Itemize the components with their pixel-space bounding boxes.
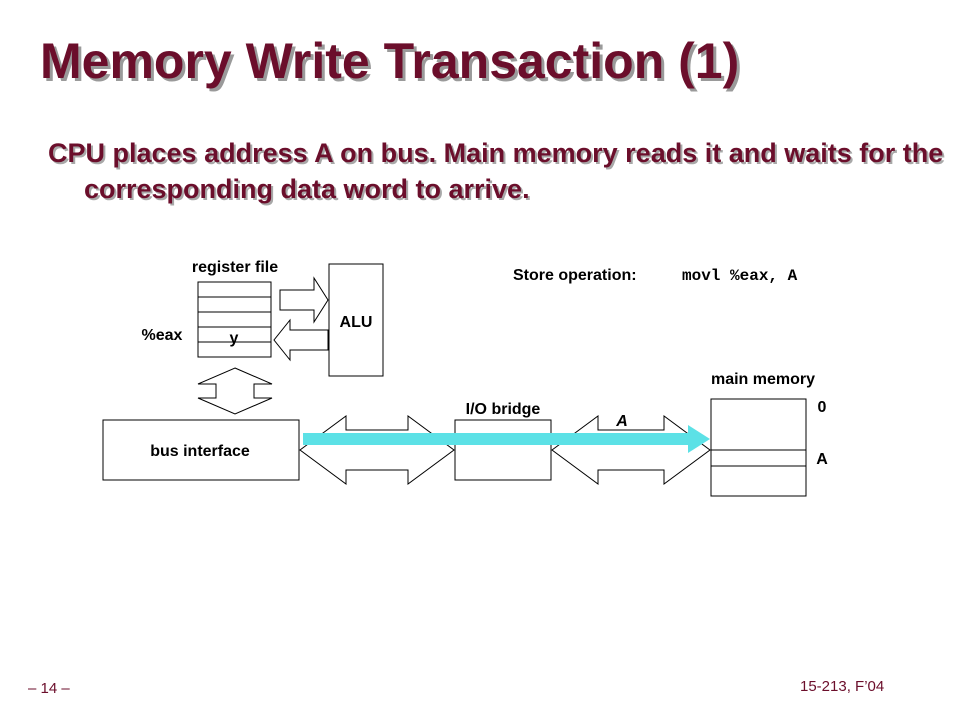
register-eax-label: %eax xyxy=(142,327,183,344)
store-operation-label: Store operation: xyxy=(513,267,637,284)
address-path-highlight xyxy=(303,425,710,453)
arrow-from-alu xyxy=(273,318,329,362)
arrow-to-alu xyxy=(279,276,329,324)
main-memory-label: main memory xyxy=(711,371,815,388)
store-operation-code: movl %eax, A xyxy=(682,267,798,285)
course-label: 15-213, F’04 xyxy=(800,678,885,695)
register-eax-value: y xyxy=(230,330,239,347)
bus-address-label: A xyxy=(615,413,628,430)
register-file-label: register file xyxy=(192,259,278,276)
bus-interface-label: bus interface xyxy=(150,443,250,460)
io-bridge-box xyxy=(454,419,552,481)
memory-address-zero: 0 xyxy=(818,399,827,416)
bus-interface-box xyxy=(102,419,300,481)
register-file xyxy=(197,281,272,358)
cpu-internal-arrow xyxy=(197,367,273,415)
io-bridge-label: I/O bridge xyxy=(466,401,541,418)
main-memory xyxy=(710,398,807,497)
slide-title: Memory Write Transaction (1) xyxy=(40,33,740,89)
system-bus-arrow xyxy=(299,415,455,485)
memory-address-a: A xyxy=(816,451,828,468)
memory-bus-arrow xyxy=(551,415,711,485)
alu-box xyxy=(328,263,384,377)
slide-subtitle: CPU places address A on bus. Main memory… xyxy=(48,138,944,204)
slide-number: – 14 – xyxy=(28,680,70,697)
alu-label: ALU xyxy=(340,314,373,331)
